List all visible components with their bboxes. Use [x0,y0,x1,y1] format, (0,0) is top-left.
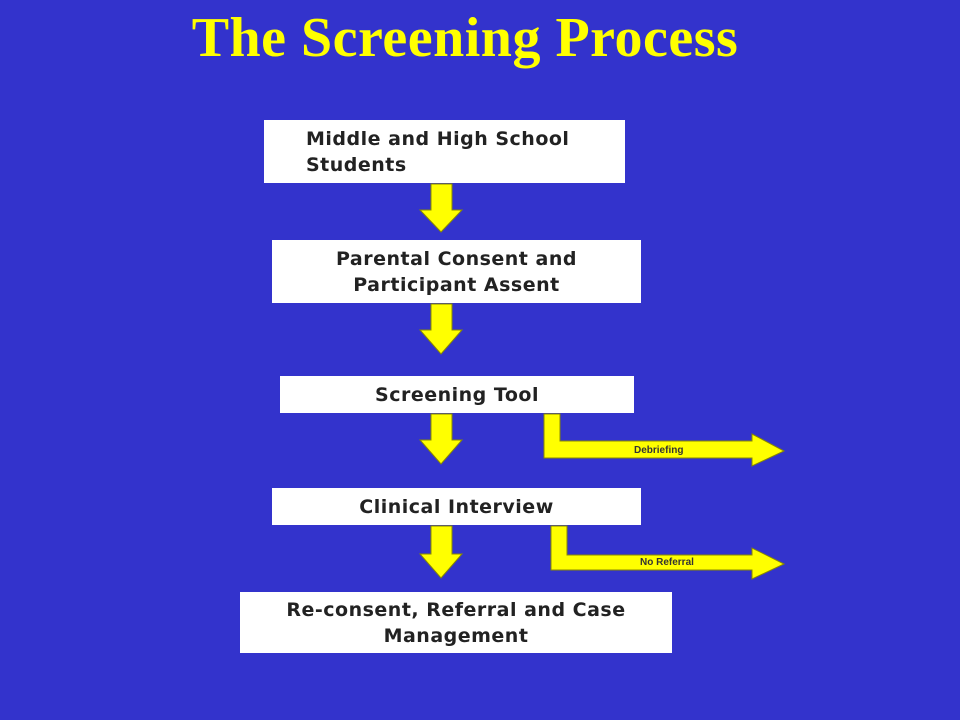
down-arrow-1 [418,183,464,233]
branch-label-debriefing: Debriefing [634,445,684,456]
down-arrow-4 [418,525,464,579]
step-students-box: Middle and High School Students [264,120,625,183]
page-title: The Screening Process [191,7,739,69]
branch-label-no-referral: No Referral [640,557,694,568]
step-consent-box: Parental Consent and Participant Assent [272,240,641,303]
branch-arrow-no-referral [550,525,786,580]
down-arrow-2 [418,303,464,355]
step-referral-box: Re-consent, Referral and Case Management [240,592,672,653]
down-arrow-3 [418,413,464,465]
branch-arrow-debriefing [543,413,786,467]
step-screening-tool-box: Screening Tool [280,376,634,413]
step-clinical-interview-box: Clinical Interview [272,488,641,525]
